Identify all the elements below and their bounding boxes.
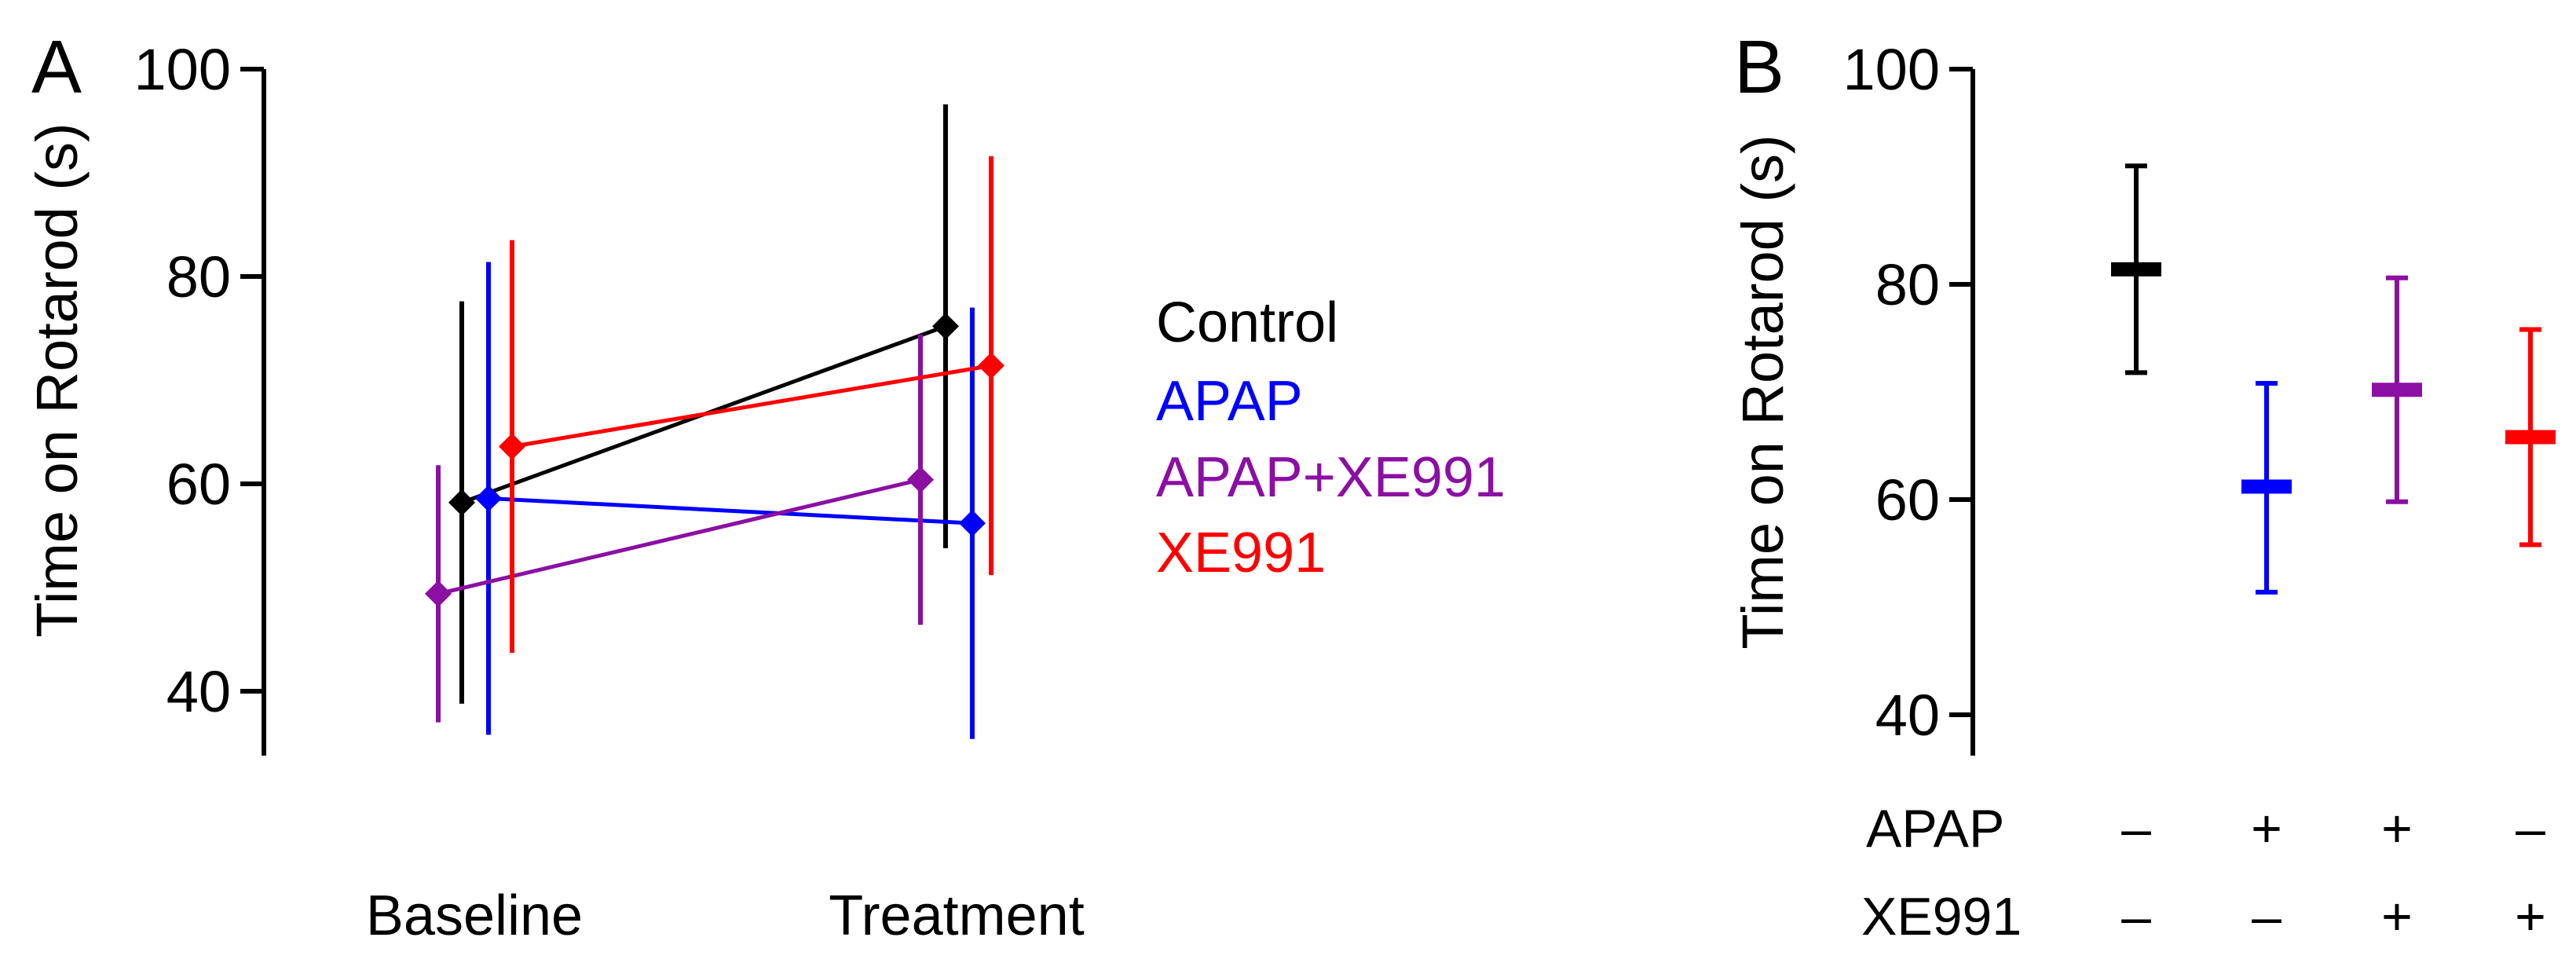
apap-sign: + (2251, 799, 2282, 859)
y-tick-label: 80 (1875, 252, 1940, 317)
y-tick-label: 80 (166, 244, 231, 309)
panel-letter-b: B (1734, 25, 1784, 109)
series-control (448, 104, 959, 704)
data-point (978, 352, 1004, 379)
series-xe991 (499, 156, 1004, 654)
row-label-xe991: XE991 (1861, 887, 2022, 947)
data-point (499, 433, 525, 460)
legend-entry: APAP+XE991 (1156, 446, 1506, 509)
legend-entry: Control (1156, 291, 1338, 354)
series-apap (475, 262, 986, 739)
series-line (488, 496, 973, 525)
y-tick-label: 100 (134, 37, 231, 102)
series-line (511, 364, 992, 449)
legend-entry: APAP (1156, 370, 1303, 433)
data-point (425, 580, 452, 607)
data-point (932, 313, 959, 340)
apap-sign: – (2121, 799, 2151, 859)
data-point (475, 485, 502, 512)
apap-sign: + (2381, 799, 2413, 859)
group-1 (2111, 163, 2161, 375)
legend-entry: XE991 (1156, 522, 1326, 584)
x-category-label: Baseline (366, 884, 583, 947)
data-point (448, 489, 475, 516)
y-tick-label: 40 (166, 659, 231, 724)
y-axis-label: Time on Rotarod (s) (24, 123, 90, 637)
series-apap-xe991 (425, 334, 934, 723)
apap-sign: – (2516, 799, 2545, 859)
panel-letter-a: A (31, 25, 82, 109)
y-tick-label: 60 (166, 452, 231, 517)
data-point (959, 510, 986, 537)
series-line (437, 478, 921, 596)
xe991-sign: + (2515, 887, 2546, 947)
x-category-label: Treatment (829, 884, 1084, 947)
y-tick-label: 60 (1875, 467, 1940, 533)
xe991-sign: + (2381, 887, 2413, 947)
y-tick-label: 40 (1875, 683, 1940, 748)
data-point (907, 466, 934, 493)
y-axis-label: Time on Rotarod (s) (1730, 134, 1795, 649)
y-tick-label: 100 (1843, 37, 1940, 102)
row-label-apap: APAP (1866, 799, 2004, 859)
group-4 (2505, 327, 2556, 547)
xe991-sign: – (2121, 887, 2151, 947)
xe991-sign: – (2252, 887, 2281, 947)
group-3 (2372, 275, 2422, 504)
group-2 (2241, 381, 2292, 595)
